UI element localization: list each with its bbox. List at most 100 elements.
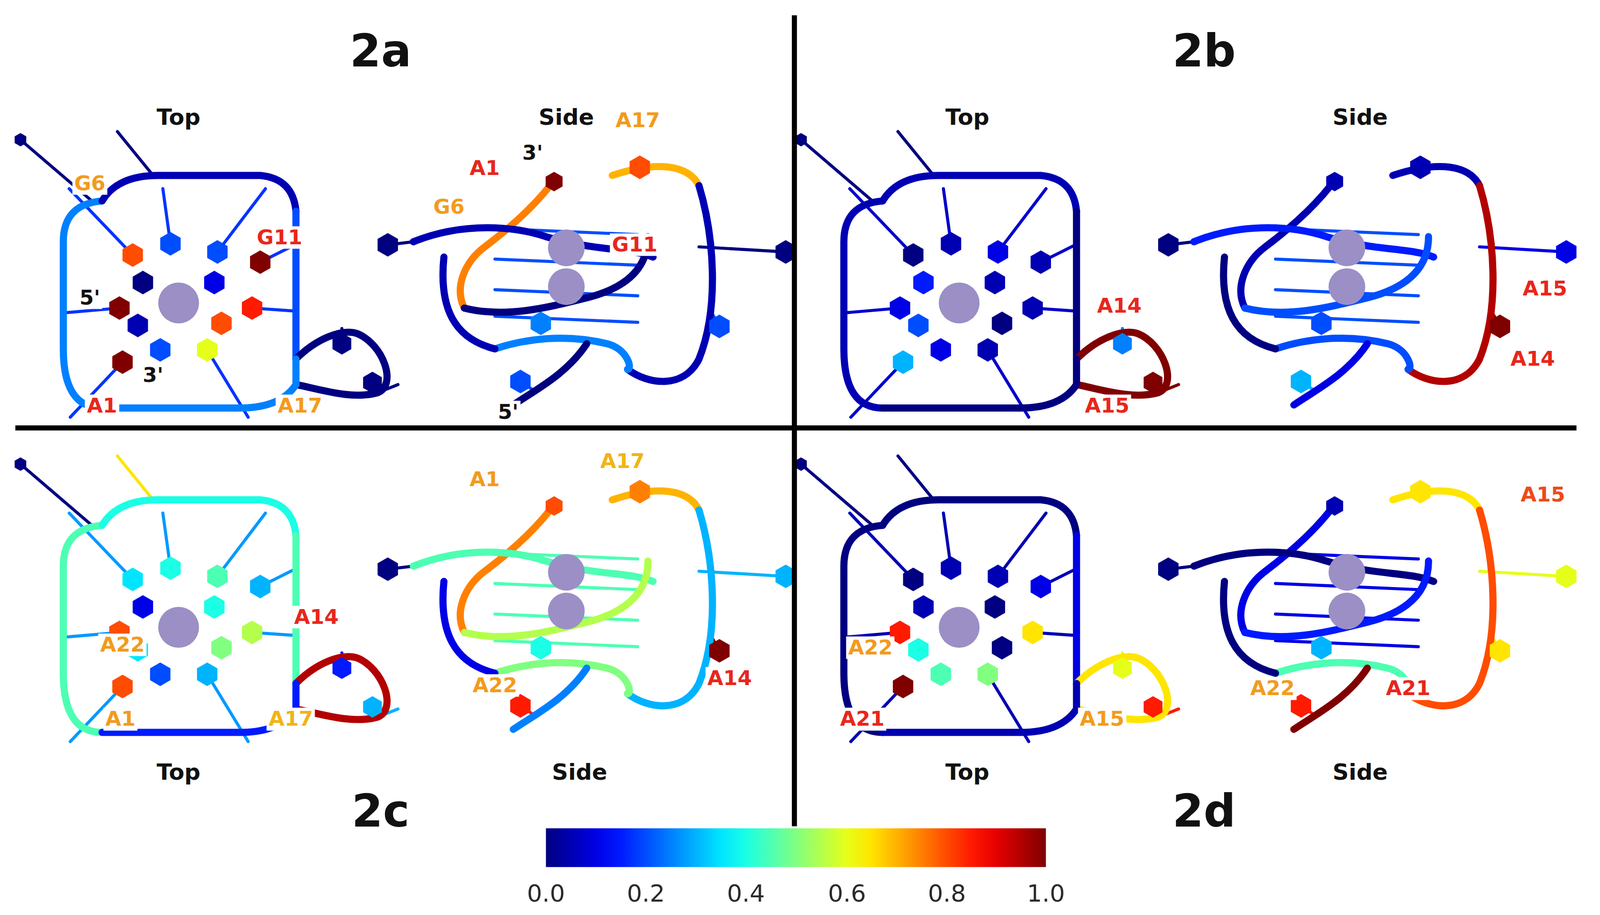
base-hexagon: [931, 338, 951, 362]
scale-tick: 0.2: [624, 880, 668, 908]
panel-title: 2d: [1170, 786, 1239, 836]
base-hexagon: [160, 232, 181, 256]
base-hexagon: [903, 243, 924, 267]
base-hexagon: [1410, 155, 1431, 179]
base-hexagon: [795, 458, 807, 471]
base-hexagon: [630, 155, 650, 179]
residue-label: A1: [467, 156, 502, 180]
base-hexagon: [1113, 657, 1132, 679]
base-hexagon: [1022, 621, 1043, 644]
base-hexagon: [332, 657, 351, 679]
panel-title: 2a: [348, 26, 414, 76]
scale-tick: 0.4: [724, 880, 768, 908]
backbone-strand: [882, 500, 1077, 537]
scale-tick: 0.6: [825, 880, 868, 908]
base-hexagon: [363, 696, 382, 718]
residue-label: A17: [266, 708, 316, 731]
backbone-strand: [1240, 177, 1337, 308]
base-hexagon: [15, 133, 26, 147]
base-hexagon: [207, 565, 228, 588]
base-hexagon: [1311, 636, 1332, 659]
base-hexagon: [332, 333, 351, 355]
backbone-strand: [63, 525, 102, 733]
base-hexagon: [150, 663, 171, 686]
residue-label: A14: [1095, 295, 1144, 318]
base-hexagon: [112, 675, 133, 699]
residue-label: A17: [598, 449, 647, 473]
base-hexagon: [204, 271, 225, 295]
base-hexagon: [977, 663, 998, 686]
base-hexagon: [150, 338, 171, 362]
base-hexagon: [1030, 575, 1051, 598]
base-hexagon: [211, 312, 232, 335]
base-hexagon: [1556, 241, 1577, 264]
view-label: Top: [943, 105, 992, 131]
residue-label: A14: [292, 605, 341, 629]
metal-ion: [1328, 268, 1366, 306]
base-hexagon: [1291, 370, 1311, 394]
base-hexagon: [913, 595, 934, 619]
base-hexagon: [985, 271, 1005, 295]
residue-label: A14: [1508, 347, 1557, 371]
top-view: [15, 456, 399, 742]
metal-ion: [1328, 554, 1366, 592]
base-stick: [800, 464, 873, 526]
base-stick: [494, 316, 638, 323]
base-hexagon: [1490, 315, 1511, 338]
residue-label: 5': [77, 286, 102, 309]
base-hexagon: [128, 314, 148, 337]
base-hexagon: [378, 558, 398, 581]
backbone-strand: [612, 491, 699, 511]
residue-label: A15: [1520, 277, 1569, 300]
backbone-strand: [63, 200, 102, 408]
residue-label: A14: [705, 667, 754, 690]
base-hexagon: [122, 568, 143, 592]
base-hexagon: [1144, 372, 1162, 394]
backbone-strand: [460, 502, 557, 633]
backbone-strand: [1275, 338, 1410, 370]
backbone-strand: [843, 200, 883, 408]
base-hexagon: [1144, 696, 1162, 718]
base-hexagon: [197, 663, 218, 686]
base-hexagon: [1030, 251, 1051, 274]
scale-tick: 0.8: [926, 880, 969, 908]
residue-label: A15: [1083, 394, 1132, 418]
metal-ion: [547, 268, 585, 306]
backbone-strand: [843, 525, 883, 733]
base-hexagon: [250, 575, 271, 598]
metal-ion: [547, 229, 585, 267]
backbone-strand: [1240, 502, 1337, 633]
base-hexagon: [109, 296, 130, 320]
backbone-strand: [1194, 552, 1434, 582]
backbone-strand: [442, 257, 495, 350]
base-stick: [494, 640, 638, 647]
view-label: Side: [1330, 105, 1390, 131]
side-view: [1158, 155, 1577, 406]
base-hexagon: [1556, 565, 1577, 588]
residue-label: G6: [72, 172, 108, 195]
backbone-strand: [1392, 491, 1480, 511]
side-view: [378, 480, 796, 730]
backbone-strand: [1408, 510, 1494, 707]
base-hexagon: [893, 675, 913, 699]
residue-label: A1: [467, 468, 502, 491]
top-view: [795, 456, 1179, 742]
base-hexagon: [15, 458, 26, 471]
base-hexagon: [531, 636, 551, 659]
backbone-strand: [101, 500, 296, 537]
metal-ion: [1328, 229, 1366, 267]
scale-tick: 1.0: [1025, 880, 1068, 908]
base-stick: [898, 131, 934, 176]
metal-ion: [547, 592, 585, 630]
view-label: Side: [536, 105, 596, 131]
view-label: Side: [1330, 760, 1390, 786]
base-hexagon: [207, 241, 228, 264]
view-label: Side: [549, 760, 609, 786]
backbone-strand: [627, 185, 713, 382]
metal-ion: [158, 607, 199, 648]
residue-label: 5': [495, 400, 521, 424]
base-hexagon: [1311, 312, 1332, 335]
metal-ion: [1328, 592, 1366, 630]
metal-ion: [938, 282, 980, 324]
